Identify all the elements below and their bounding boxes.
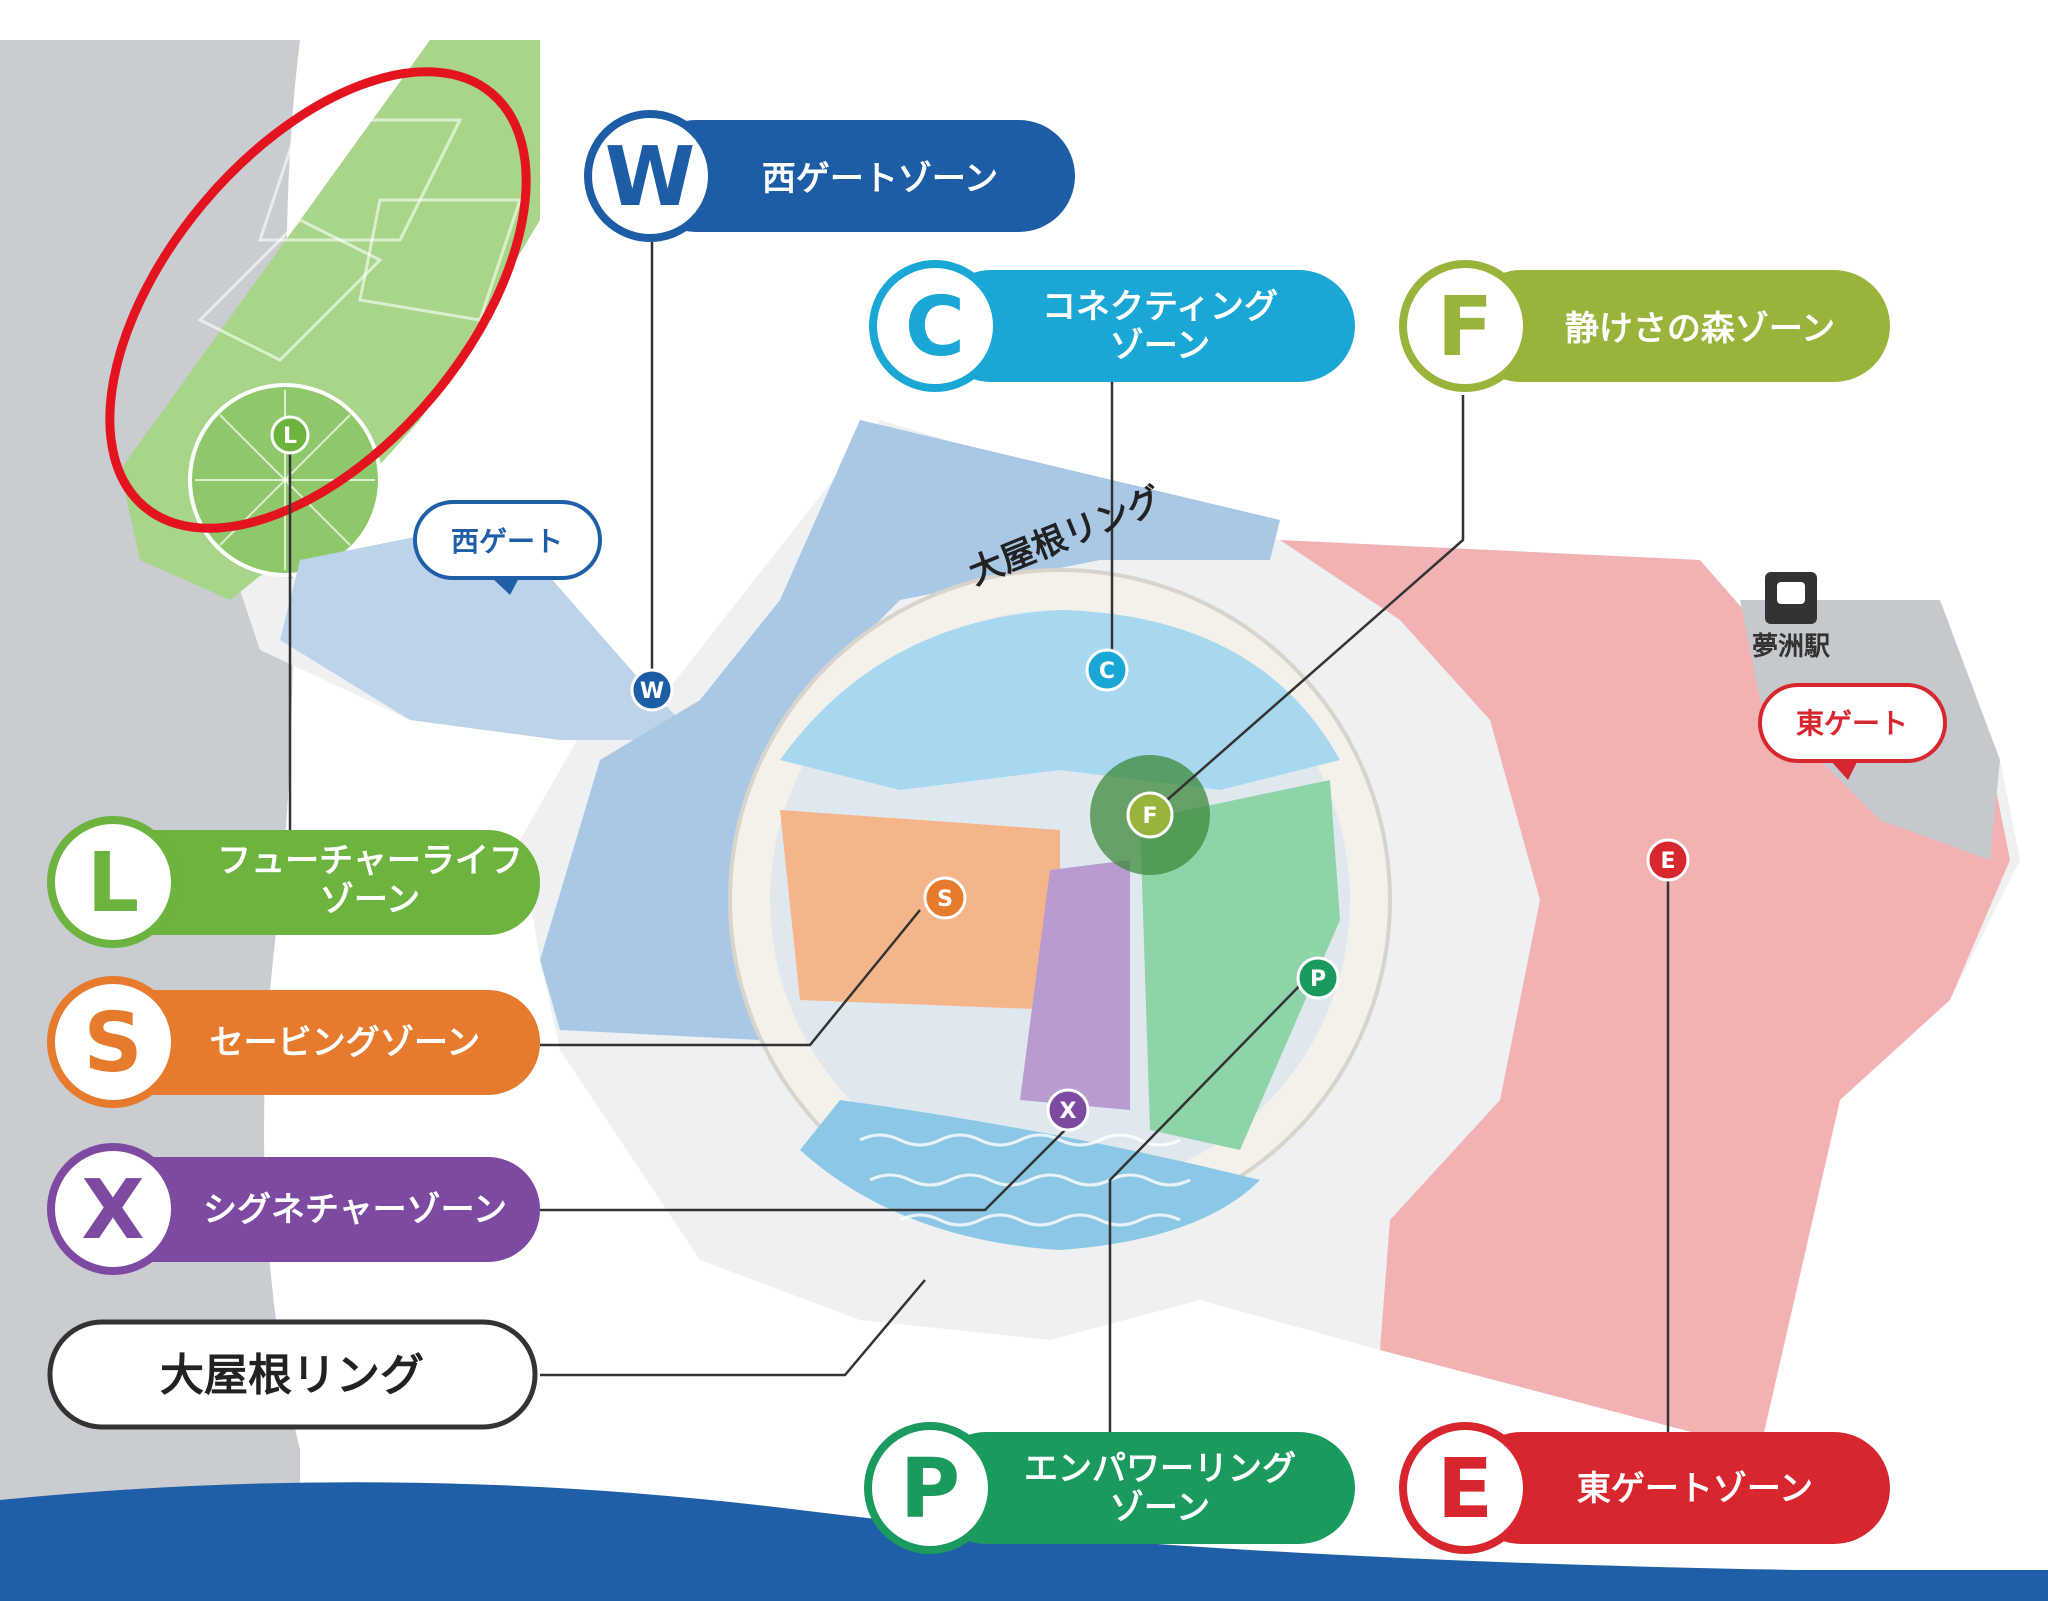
zone-pill-S[interactable]: S セービングゾーン [47, 976, 540, 1108]
zone-letter-C: C [905, 280, 965, 375]
water-area [800, 1100, 1260, 1250]
zone-letter-W: W [605, 130, 695, 225]
zone-markers: L W C F S X P E [270, 415, 1690, 1132]
marker-X[interactable]: X [1046, 1088, 1090, 1132]
svg-text:P: P [1310, 967, 1326, 992]
zone-name-P-line2: ゾーン [1110, 1488, 1210, 1528]
svg-text:S: S [937, 887, 953, 912]
zone-name-E: 東ゲートゾーン [1577, 1469, 1813, 1509]
zone-letter-X: X [81, 1163, 144, 1258]
zone-letter-S: S [83, 996, 142, 1091]
zone-name-W: 西ゲートゾーン [762, 159, 998, 199]
west-gate-zone-area [540, 420, 1280, 1040]
zone-pill-P[interactable]: P エンパワーリング ゾーン [864, 1422, 1355, 1554]
zone-pill-X[interactable]: X シグネチャーゾーン [47, 1143, 540, 1275]
zone-letter-P: P [900, 1442, 960, 1537]
zone-name-F: 静けさの森ゾーン [1565, 309, 1835, 349]
zone-name-P-line1: エンパワーリング [1024, 1449, 1296, 1489]
ring-legend-pill[interactable]: 大屋根リング [47, 1319, 538, 1430]
west-gate-callout[interactable]: 西ゲート [413, 500, 602, 595]
marker-W[interactable]: W [630, 668, 674, 712]
zone-name-L-line1: フューチャーライフ [217, 841, 523, 881]
svg-text:W: W [640, 679, 664, 704]
west-gate-label: 西ゲート [451, 525, 563, 558]
zone-name-X: シグネチャーゾーン [203, 1190, 507, 1230]
zone-pill-L[interactable]: L フューチャーライフ ゾーン [47, 816, 540, 948]
east-gate-callout[interactable]: 東ゲート [1758, 683, 1947, 780]
station-label: 夢洲駅 [1752, 632, 1830, 662]
zone-letter-F: F [1437, 280, 1493, 375]
zone-name-C-line1: コネクティング [1042, 287, 1278, 327]
zone-letter-L: L [87, 836, 139, 931]
zone-name-S: セービングゾーン [210, 1023, 481, 1063]
zone-pill-F[interactable]: F 静けさの森ゾーン [1399, 260, 1890, 392]
signature-zone-area [1020, 860, 1130, 1110]
marker-E[interactable]: E [1646, 838, 1690, 882]
station-marker[interactable]: 夢洲駅 [1752, 572, 1830, 662]
svg-text:E: E [1660, 849, 1675, 874]
marker-C[interactable]: C [1085, 648, 1129, 692]
zone-name-C-line2: ゾーン [1110, 326, 1210, 366]
west-gate-path-area [280, 520, 700, 740]
empowering-zone-area [1140, 780, 1340, 1150]
ring-legend-label: 大屋根リング [160, 1350, 424, 1401]
highlight-ellipse [105, 67, 531, 533]
svg-text:C: C [1099, 659, 1115, 684]
zone-pill-C[interactable]: C コネクティング ゾーン [869, 260, 1355, 392]
zone-pill-E[interactable]: E 東ゲートゾーン [1399, 1422, 1890, 1554]
svg-text:X: X [1060, 1099, 1077, 1124]
zone-letter-E: E [1437, 1442, 1493, 1537]
marker-F[interactable]: F [1126, 791, 1174, 839]
svg-text:F: F [1142, 804, 1157, 829]
marker-S[interactable]: S [923, 876, 967, 920]
zone-name-L-line2: ゾーン [320, 880, 420, 920]
svg-text:L: L [283, 424, 297, 449]
zone-legends: W 西ゲートゾーン C コネクティング ゾーン F 静けさの森ゾーン L フュー… [47, 110, 1890, 1554]
connector-lines [288, 240, 1670, 1440]
connecting-zone-area [780, 610, 1340, 790]
marker-L[interactable]: L [270, 415, 310, 455]
marker-P[interactable]: P [1296, 956, 1340, 1000]
east-gate-label: 東ゲート [1796, 707, 1908, 740]
zone-pill-W[interactable]: W 西ゲートゾーン [584, 110, 1075, 242]
